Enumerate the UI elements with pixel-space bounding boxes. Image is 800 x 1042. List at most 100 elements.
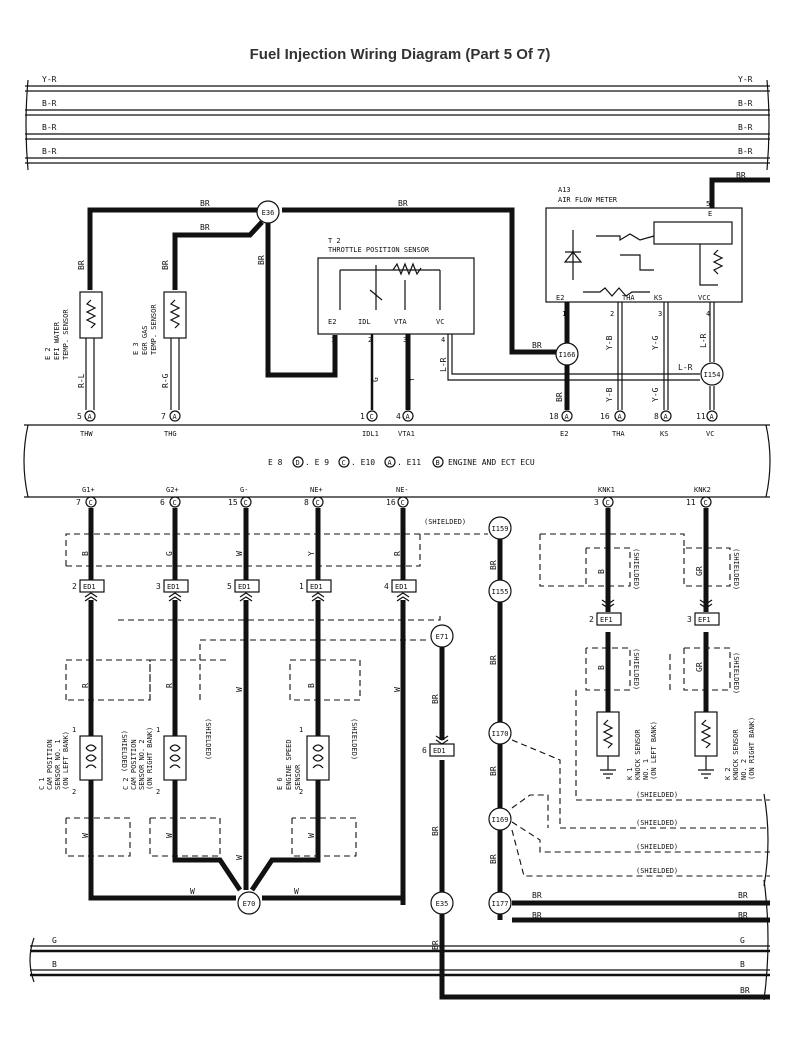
svg-text:A: A [406,413,411,421]
svg-text:1: 1 [299,726,303,734]
sensor-t2: T 2 THROTTLE POSITION SENSOR E2 IDL VTA … [317,237,475,344]
sensor-e6: 1 2 E 6 ENGINE SPEED SENSOR [276,726,330,796]
wire-br-t2: BR [257,255,266,265]
svg-text:E70: E70 [243,900,256,908]
svg-text:(ON LEFT BANK): (ON LEFT BANK) [62,731,70,790]
svg-text:W: W [307,833,316,838]
junction-e71: E71 [430,624,454,648]
svg-text:C: C [89,499,93,507]
svg-text:1: 1 [72,726,76,734]
svg-text:C: C [173,499,177,507]
svg-text:I166: I166 [559,351,576,359]
svg-text:16: 16 [386,498,396,507]
svg-text:(ON RIGHT BANK): (ON RIGHT BANK) [748,717,756,780]
svg-text:KS: KS [654,294,662,302]
svg-text:1: 1 [156,726,160,734]
wire-e2-rl: R-L [77,373,86,388]
svg-text:IDL: IDL [358,318,371,326]
svg-text:THG: THG [164,430,177,438]
svg-text:A: A [173,413,178,421]
svg-text:EF1: EF1 [698,616,711,624]
svg-text:CAM POSITION: CAM POSITION [130,739,138,790]
svg-text:C: C [401,499,405,507]
svg-text:I177: I177 [492,900,509,908]
svg-text:C: C [316,499,320,507]
ecu-label: E 8 D . E 9 C . E10 A . E11 B ENGINE AND… [268,456,535,468]
svg-text:R: R [165,683,174,688]
svg-text:ED1: ED1 [395,583,408,591]
svg-text:EF1: EF1 [600,616,613,624]
bus-label-b-r-3-left: B-R [42,147,57,156]
svg-text:C 1: C 1 [38,777,46,790]
svg-text:ED1: ED1 [433,747,446,755]
svg-text:A: A [664,413,669,421]
svg-text:(SHIELDED): (SHIELDED) [632,648,640,690]
svg-text:B: B [307,683,316,688]
svg-text:. E10: . E10 [351,458,375,467]
junction-i155: I155 [488,579,512,603]
svg-text:I155: I155 [492,588,509,596]
svg-text:C: C [370,413,374,421]
svg-text:(SHIELDED): (SHIELDED) [732,652,740,694]
svg-text:BR: BR [431,694,440,704]
junction-e35: E35 [430,891,454,915]
wire-br-a13: BR [532,341,542,350]
svg-text:7: 7 [161,412,166,421]
svg-text:1: 1 [299,582,304,591]
wire-yb-2: Y-B [605,387,614,402]
sensor-a13: A13 AIR FLOW METER 5 E E2 THA KS VCC 1 2… [545,186,743,318]
svg-text:BR: BR [489,854,498,864]
junction-e70: E70 [237,891,261,915]
svg-text:I169: I169 [492,816,509,824]
svg-text:GR: GR [695,566,704,576]
svg-text:THA: THA [622,294,635,302]
svg-text:4: 4 [384,582,389,591]
sensor-t2-code: T 2 [328,237,341,245]
svg-text:5: 5 [77,412,82,421]
svg-text:THW: THW [80,430,93,438]
svg-text:(SHIELDED): (SHIELDED) [350,718,358,760]
svg-text:KNOCK SENSOR: KNOCK SENSOR [634,729,642,780]
svg-text:E2: E2 [560,430,568,438]
ed1-4: 4 ED1 [384,579,417,602]
svg-text:18: 18 [549,412,559,421]
svg-text:2: 2 [299,788,303,796]
svg-text:E: E [708,210,712,218]
svg-text:C: C [704,499,708,507]
svg-text:1: 1 [331,336,335,344]
svg-text:. E11: . E11 [397,458,421,467]
ground-wires [87,177,770,410]
svg-text:2: 2 [72,582,77,591]
svg-text:W: W [235,855,244,860]
wire-br-i166: BR [555,392,564,402]
svg-text:(SHIELDED): (SHIELDED) [632,548,640,590]
svg-text:15: 15 [228,498,238,507]
svg-text:2: 2 [156,788,160,796]
sensor-a13-code: A13 [558,186,571,194]
svg-text:(SHIELDED): (SHIELDED) [636,867,678,875]
junction-e36: E36 [256,200,280,224]
junction-i154: I154 [700,362,724,386]
svg-text:(SHIELDED): (SHIELDED) [204,718,212,760]
svg-text:B: B [81,551,90,556]
svg-text:K 1: K 1 [626,767,634,780]
svg-text:3: 3 [687,615,692,624]
lower-wires [88,508,770,1000]
svg-text:ED1: ED1 [310,583,323,591]
svg-text:C 2: C 2 [122,777,130,790]
bus-label-b-r-2-left: B-R [42,123,57,132]
svg-text:BR: BR [489,560,498,570]
svg-text:KNK2: KNK2 [694,486,711,494]
svg-text:BR: BR [489,766,498,776]
junction-i169: I169 [488,807,512,831]
svg-text:GR: GR [695,662,704,672]
